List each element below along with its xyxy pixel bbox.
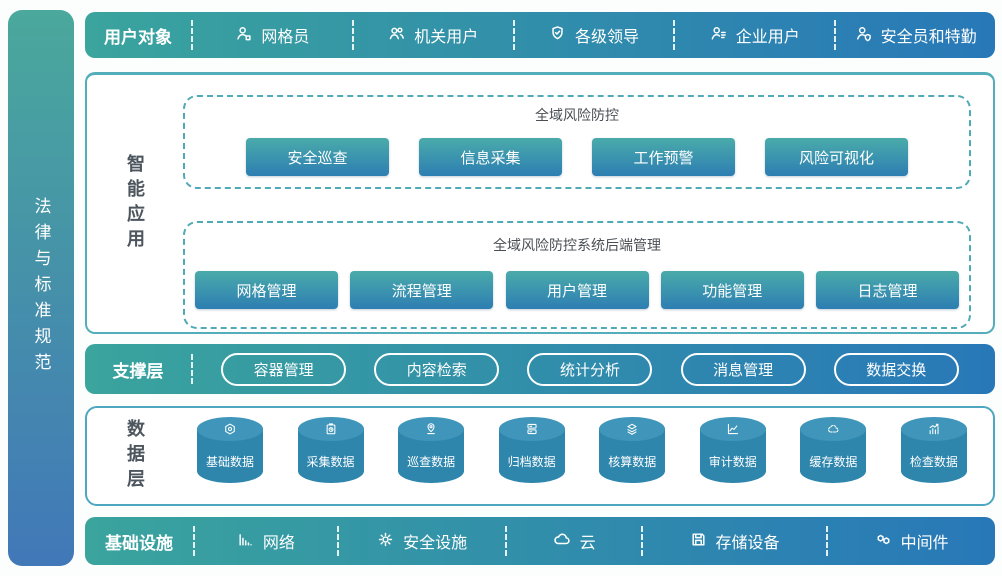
support-pill-data-exchange[interactable]: 数据交换: [833, 352, 959, 386]
app-button-risk-visualization[interactable]: 风险可视化: [765, 138, 908, 176]
data-layer-label: 数据层: [124, 418, 145, 494]
app-button-work-warning[interactable]: 工作预警: [592, 138, 735, 176]
user-objects-row: 用户对象 网格员 机关用户 各级领导 企业用户: [85, 12, 995, 58]
infra-item-security-facility[interactable]: 安全设施: [339, 529, 506, 553]
user-item-label: 企业用户: [735, 27, 800, 46]
infra-item-storage-device[interactable]: 存储设备: [643, 529, 826, 553]
infrastructure-items: 网络 安全设施 云 存储设备: [195, 526, 995, 556]
app-button-security-patrol[interactable]: 安全巡查: [246, 138, 389, 176]
support-pill-container-management[interactable]: 容器管理: [221, 352, 347, 386]
user-item-security-staff[interactable]: 安全员和特勤: [836, 23, 995, 47]
divider: [826, 526, 829, 556]
infra-item-label: 存储设备: [715, 533, 780, 552]
intelligent-application-content: 全域风险防控 安全巡查 信息采集 工作预警 风险可视化 全域风险防控系统后端管理…: [181, 75, 993, 332]
enterprise-user-icon: [710, 25, 727, 46]
intelligent-application-label: 智能应用: [124, 153, 145, 254]
database-accounting-data[interactable]: 核算数据: [599, 417, 666, 495]
infra-item-network[interactable]: 网络: [195, 529, 337, 553]
signal-bars-icon: [237, 531, 254, 552]
app-button-info-collection[interactable]: 信息采集: [419, 138, 562, 176]
clipboard-icon: [297, 417, 364, 441]
divider: [834, 20, 837, 50]
divider: [512, 20, 515, 50]
infra-item-middleware[interactable]: 中间件: [828, 529, 995, 553]
gear-hexagon-icon: [197, 417, 263, 441]
database-cache-data[interactable]: 缓存数据: [800, 417, 867, 495]
database-audit-data[interactable]: 审计数据: [699, 417, 766, 495]
infra-item-label: 网络: [262, 533, 295, 552]
user-item-grid-worker[interactable]: 网格员: [193, 23, 352, 47]
database-archive-data[interactable]: 归档数据: [498, 417, 565, 495]
database-basic-data[interactable]: 基础数据: [197, 417, 263, 495]
leader-badge-icon: [549, 25, 566, 46]
user-item-label: 安全员和特勤: [880, 27, 977, 46]
data-layer-panel: 数据层 基础数据 采集数据: [85, 406, 995, 506]
user-item-label: 机关用户: [414, 27, 479, 46]
group-buttons: 安全巡查 信息采集 工作预警 风险可视化: [191, 138, 963, 176]
group-title: 全域风险防控: [535, 108, 619, 124]
grid-person-icon: [235, 25, 252, 46]
database-inspection-data[interactable]: 检查数据: [900, 417, 967, 495]
infra-item-label: 安全设施: [403, 533, 468, 552]
database-patrol-data[interactable]: 巡查数据: [398, 417, 465, 495]
laws-standards-bar: 法律与标准规范: [8, 10, 74, 566]
support-layer-label: 支撑层: [112, 361, 164, 382]
divider: [505, 526, 508, 556]
divider: [351, 20, 354, 50]
support-pill-message-management[interactable]: 消息管理: [680, 352, 806, 386]
infra-item-label: 中间件: [900, 533, 949, 552]
laws-standards-label: 法律与标准规范: [30, 197, 51, 379]
divider: [193, 526, 195, 556]
app-button-log-management[interactable]: 日志管理: [816, 271, 959, 309]
user-item-agency-user[interactable]: 机关用户: [354, 23, 513, 47]
infrastructure-row: 基础设施 网络 安全设施 云: [85, 517, 995, 565]
backend-management-group: 全域风险防控系统后端管理 网格管理 流程管理 用户管理 功能管理 日志管理: [183, 221, 971, 329]
location-pin-icon: [398, 417, 465, 441]
gear-icon: [377, 531, 394, 552]
user-item-label: 网格员: [261, 27, 310, 46]
support-pill-statistics[interactable]: 统计分析: [527, 352, 653, 386]
hexagon-link-icon: [875, 531, 892, 552]
data-layer-items: 基础数据 采集数据 巡查数据 归档: [181, 408, 993, 504]
divider: [336, 526, 339, 556]
group-title: 全域风险防控系统后端管理: [493, 238, 661, 254]
layers-icon: [599, 417, 666, 441]
line-chart-icon: [699, 417, 766, 441]
divider: [191, 354, 193, 384]
app-button-grid-management[interactable]: 网格管理: [195, 271, 338, 309]
infrastructure-label: 基础设施: [105, 533, 173, 554]
divider: [640, 526, 643, 556]
intelligent-application-label-col: 智能应用: [87, 75, 181, 332]
app-button-function-management[interactable]: 功能管理: [660, 271, 804, 309]
user-item-leaders[interactable]: 各级领导: [515, 23, 674, 47]
security-officer-icon: [855, 25, 872, 46]
server-stack-icon: [498, 417, 565, 441]
cloud-icon: [553, 530, 571, 552]
infra-item-label: 云: [579, 533, 596, 552]
support-layer-items: 容器管理 内容检索 统计分析 消息管理 数据交换: [193, 352, 995, 386]
divider: [191, 20, 193, 50]
app-button-user-management[interactable]: 用户管理: [505, 271, 649, 309]
database-collection-data[interactable]: 采集数据: [297, 417, 364, 495]
user-item-enterprise-user[interactable]: 企业用户: [675, 23, 834, 47]
people-group-icon: [388, 25, 405, 46]
divider: [673, 20, 676, 50]
group-buttons: 网格管理 流程管理 用户管理 功能管理 日志管理: [191, 271, 963, 309]
intelligent-application-panel: 智能应用 全域风险防控 安全巡查 信息采集 工作预警 风险可视化 全域风险防控系…: [85, 72, 995, 334]
support-pill-content-search[interactable]: 内容检索: [374, 352, 500, 386]
user-objects-label: 用户对象: [104, 27, 172, 48]
app-button-process-management[interactable]: 流程管理: [350, 271, 494, 309]
infra-item-cloud[interactable]: 云: [507, 529, 640, 553]
support-layer-row: 支撑层 容器管理 内容检索 统计分析 消息管理 数据交换: [85, 344, 995, 394]
user-item-label: 各级领导: [574, 27, 639, 46]
data-layer-label-col: 数据层: [87, 408, 181, 504]
bar-chart-icon: [900, 417, 967, 441]
risk-prevention-group: 全域风险防控 安全巡查 信息采集 工作预警 风险可视化: [183, 95, 971, 189]
floppy-disk-icon: [690, 531, 707, 552]
cloud-cache-icon: [800, 417, 867, 441]
